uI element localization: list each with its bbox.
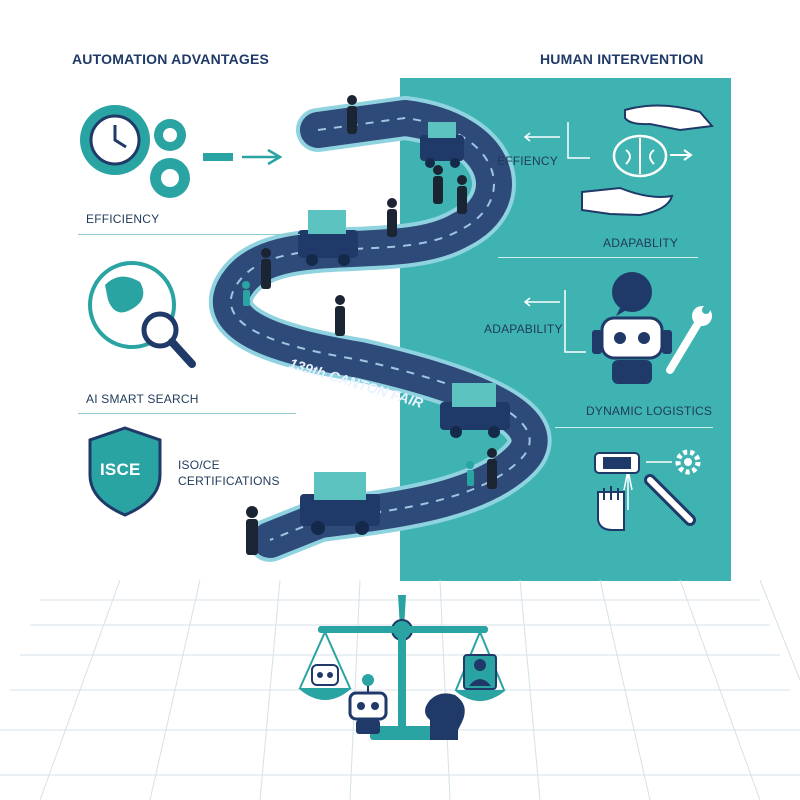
label-adapability: ADAPABILITY [484, 322, 563, 336]
label-efficiency-left: EFFICIENCY [86, 212, 160, 226]
divider [498, 257, 698, 258]
people [246, 95, 497, 555]
robot-icon [592, 316, 672, 384]
left-header: AUTOMATION ADVANTAGES [72, 51, 270, 67]
label-effiency-right: EFFIENCY [497, 154, 558, 168]
divider [555, 427, 713, 428]
label-ai-smart-search: AI SMART SEARCH [86, 392, 199, 406]
question-bubble-icon [612, 272, 652, 316]
magnifier-icon [141, 311, 196, 368]
divider [78, 413, 296, 414]
label-cert-line1: ISO/CE [178, 458, 220, 472]
robot-icon [348, 674, 388, 734]
cargo-vehicle [420, 122, 464, 168]
shield-icon [88, 426, 162, 517]
label-adapablity: ADAPABLITY [603, 236, 679, 250]
right-header: HUMAN INTERVENTION [540, 51, 704, 67]
person-icon [463, 654, 497, 690]
hand-icon [624, 104, 714, 132]
cargo-vehicle [440, 383, 510, 438]
cargo-vehicle [298, 210, 358, 266]
gear-icon [675, 449, 701, 475]
shield-text: ISCE [100, 460, 141, 479]
head-icon [425, 693, 465, 740]
robot-icon [311, 664, 339, 686]
cargo-vehicle [300, 472, 380, 535]
glove-icon [597, 486, 625, 531]
wrench-icon [666, 306, 712, 374]
tool-icon [644, 474, 696, 526]
hand-icon [581, 186, 674, 217]
clock-gear-icon [80, 105, 190, 198]
arrow-right-icon [203, 148, 283, 166]
machine-icon [594, 452, 640, 474]
label-cert-line2: CERTIFICATIONS [178, 474, 280, 488]
label-dynamic-logistics: DYNAMIC LOGISTICS [586, 404, 713, 418]
brain-icon [612, 134, 693, 178]
divider [78, 234, 300, 235]
